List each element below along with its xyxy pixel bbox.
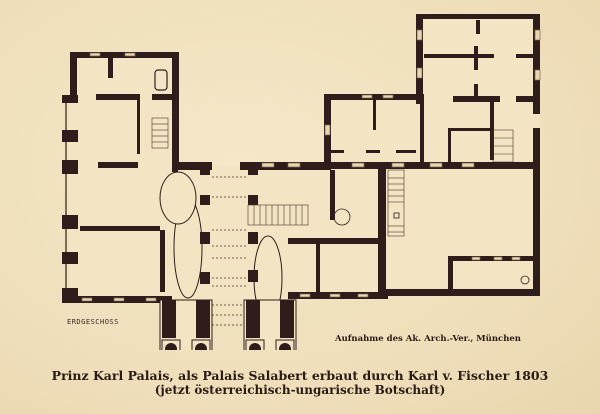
caption-subtitle: (jetzt österreichisch-ungarische Botscha…: [154, 383, 446, 397]
central-section: [159, 162, 388, 326]
porticos: [159, 299, 297, 350]
floor-plan-drawing: [62, 14, 541, 350]
caption-title: Prinz Karl Palais, als Palais Salabert e…: [51, 368, 549, 383]
caption: Prinz Karl Palais, als Palais Salabert e…: [0, 368, 600, 398]
survey-credit: Aufnahme des Ak. Arch.-Ver., München: [335, 334, 521, 344]
left-wing: [62, 52, 179, 303]
floor-label: ERDGESCHOSS: [67, 318, 119, 326]
right-wing: [324, 14, 541, 296]
